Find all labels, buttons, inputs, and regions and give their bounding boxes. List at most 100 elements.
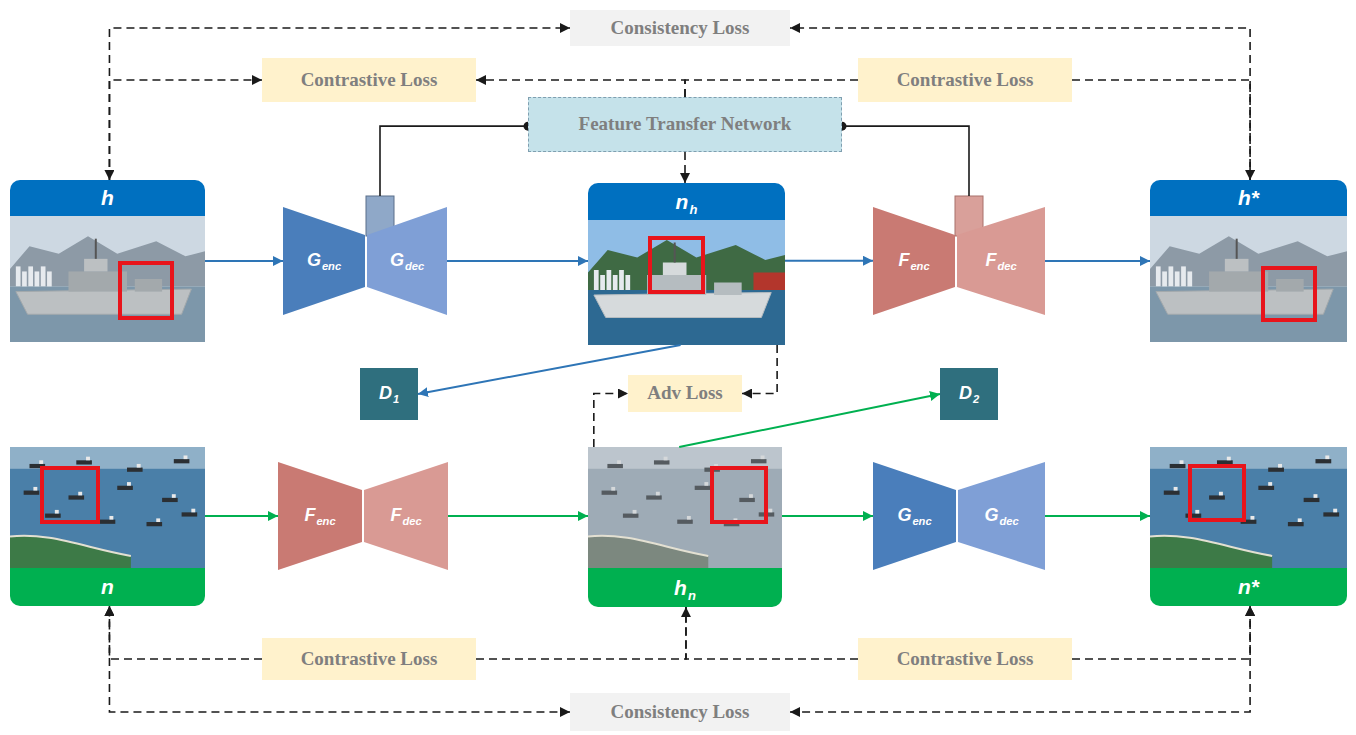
boat-hull — [69, 495, 85, 499]
panel-header: h* — [1150, 180, 1347, 216]
label-text: Consistency Loss — [611, 702, 750, 723]
decoder-block: Gdec — [367, 207, 447, 315]
boat-cabin — [127, 482, 131, 486]
subscript-label: 1 — [393, 393, 399, 405]
sea — [10, 287, 205, 342]
label-text: Gdec — [390, 251, 424, 271]
node-label: h* — [1238, 186, 1259, 209]
beach — [588, 536, 708, 556]
boat-cabin — [1250, 516, 1254, 520]
ship-photo — [10, 216, 205, 342]
connector-arrow — [782, 515, 873, 517]
connector-arrow — [205, 260, 283, 262]
panel-header: n* — [1150, 568, 1347, 606]
boat-cabin — [633, 510, 637, 514]
label-text: Consistency Loss — [611, 18, 750, 39]
decoder-block: Fdec — [364, 462, 448, 570]
boat-cabin — [78, 492, 82, 496]
encoder-block: Genc — [283, 207, 365, 315]
boat-hull — [607, 464, 623, 468]
boat-cabin — [768, 509, 772, 513]
boat-hull — [677, 520, 693, 524]
boat-cabin — [611, 487, 615, 491]
highlight-box — [42, 468, 98, 522]
subscript-label: dec — [405, 260, 424, 272]
network-box: Feature Transfer Network — [528, 97, 842, 152]
node-label: G — [984, 505, 998, 525]
panel-header: hn — [588, 568, 782, 607]
boat-cabin — [1174, 487, 1178, 491]
label-text: nh — [676, 190, 698, 213]
sea — [1150, 447, 1347, 568]
connector-arrow — [842, 126, 969, 196]
boat-cabin — [1219, 492, 1223, 496]
dashed-connector — [790, 28, 1250, 180]
node-label: n — [676, 190, 689, 213]
boat-hull — [76, 460, 92, 464]
discriminator-box: D1 — [360, 368, 418, 420]
node-label: h — [674, 576, 687, 599]
dashed-connector — [594, 394, 628, 448]
node-label: G — [897, 505, 911, 525]
boat-cabin — [1180, 460, 1184, 464]
label-text: Contrastive Loss — [301, 649, 438, 670]
building — [1181, 266, 1186, 286]
panel-header: h — [10, 180, 205, 216]
highlight-box — [650, 238, 703, 292]
boat-cabin — [1268, 482, 1272, 486]
subscript-label: enc — [910, 260, 929, 272]
shore — [10, 536, 131, 568]
connector-arrow — [448, 515, 588, 517]
subscript-label: h — [689, 202, 697, 217]
node-label: F — [985, 250, 996, 270]
dashed-connector — [685, 80, 858, 97]
label-text: Genc — [307, 251, 341, 271]
label-text: h — [101, 186, 114, 209]
decoder-block: Fdec — [957, 207, 1045, 315]
subscript-label: enc — [322, 260, 341, 272]
dashed-connector — [1072, 606, 1250, 659]
boat-hull — [1268, 468, 1284, 472]
dashed-connector — [109, 606, 570, 712]
label-text: Adv Loss — [647, 383, 723, 404]
boat-hull — [45, 514, 61, 518]
subscript-label: n — [688, 588, 696, 603]
ship-stern — [714, 283, 742, 296]
connector-arrow — [785, 260, 873, 262]
decoder-block: Gdec — [958, 462, 1045, 570]
ship-mast — [674, 243, 676, 263]
panel-header: n — [10, 568, 205, 606]
node-label: n* — [1238, 575, 1259, 598]
label-text: Fdec — [985, 251, 1016, 271]
boat-hull — [654, 460, 670, 464]
sea — [1150, 287, 1347, 342]
label-text: Contrastive Loss — [897, 649, 1034, 670]
node-label: D — [959, 383, 972, 403]
highlight-box — [120, 263, 172, 318]
connector-arrow — [380, 126, 528, 196]
label-text: n — [101, 575, 114, 598]
boat-hull — [127, 468, 143, 472]
boat-hull — [602, 491, 618, 495]
node-label: Contrastive Loss — [897, 69, 1034, 90]
image-panel: n* — [1150, 447, 1347, 606]
node-label: Contrastive Loss — [301, 648, 438, 669]
sea — [10, 447, 205, 568]
connector-arrow — [1045, 260, 1150, 262]
sky — [1150, 216, 1347, 342]
label-text: Contrastive Loss — [301, 70, 438, 91]
dashed-connector — [109, 80, 262, 180]
ship-hull — [16, 289, 192, 314]
loss-box: Contrastive Loss — [858, 58, 1072, 102]
boat-cabin — [687, 516, 691, 520]
boat-hull — [1288, 522, 1304, 526]
encoder-block: Fenc — [278, 462, 362, 570]
image-panel: n — [10, 447, 205, 606]
node-label: Consistency Loss — [611, 701, 750, 722]
boat-cabin — [617, 460, 621, 464]
ship-stern — [135, 279, 162, 292]
image-panel: hn — [588, 447, 782, 607]
ship-mast — [1236, 239, 1238, 259]
label-text: Fdec — [390, 506, 421, 526]
connector-arrow — [1045, 515, 1150, 517]
